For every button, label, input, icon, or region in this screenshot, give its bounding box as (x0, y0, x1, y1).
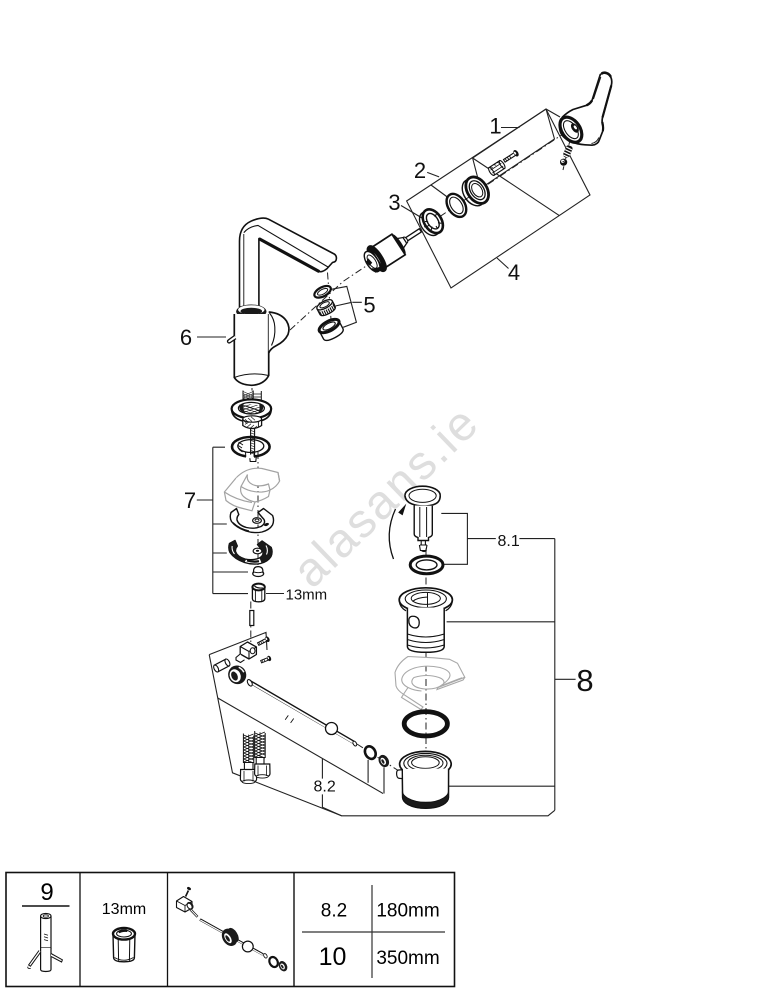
svg-text:8.2: 8.2 (314, 779, 336, 796)
svg-text:4: 4 (508, 260, 520, 285)
svg-text:2: 2 (414, 158, 426, 183)
svg-text:7: 7 (184, 488, 196, 513)
svg-text:3: 3 (388, 190, 400, 215)
svg-text:10: 10 (319, 943, 347, 971)
svg-text:13mm: 13mm (102, 901, 146, 918)
svg-text:350mm: 350mm (376, 948, 439, 969)
svg-text:8: 8 (576, 663, 593, 698)
svg-text:180mm: 180mm (376, 901, 439, 922)
svg-text:6: 6 (180, 325, 192, 350)
svg-text:8.1: 8.1 (498, 533, 520, 550)
svg-text:8.2: 8.2 (321, 901, 347, 922)
svg-text:9: 9 (40, 879, 53, 906)
svg-text:5: 5 (363, 293, 375, 318)
svg-text:1: 1 (489, 114, 501, 139)
svg-text:13mm: 13mm (286, 587, 328, 604)
